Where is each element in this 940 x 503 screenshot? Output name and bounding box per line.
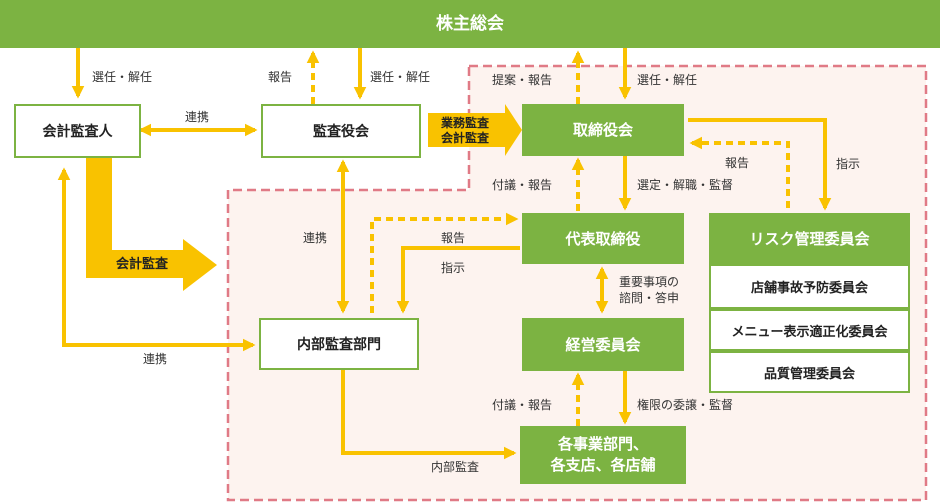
arrow-internal-audit (341, 370, 517, 460)
audit-board-box: 監査役会 (261, 104, 421, 158)
label-cooperation-bottom: 連携 (143, 352, 168, 366)
label-elect-dismiss-audit: 選任・解任 (370, 70, 431, 84)
board-box: 取締役会 (522, 104, 684, 156)
divisions-line1: 各事業部門、 (557, 435, 648, 453)
internal-audit-box: 内部監査部門 (259, 318, 419, 370)
quality-committee-box: 品質管理委員会 (709, 351, 910, 393)
arrow-instruct-rep (396, 246, 520, 314)
menu-display-committee-box: メニュー表示適正化委員会 (709, 309, 910, 351)
label-report-rep: 報告 (441, 231, 466, 245)
label-elect-dismiss-board: 選任・解任 (637, 73, 698, 87)
label-submit-report-mgmt: 付議・報告 (492, 398, 553, 412)
shareholders-box: 株主総会 (0, 0, 940, 48)
label-appoint-supervise: 選定・解職・監督 (637, 178, 734, 192)
label-proposal-report: 提案・報告 (492, 73, 553, 87)
label-instruct-rep: 指示 (441, 261, 466, 275)
divisions-line2: 各支店、各店舗 (550, 456, 656, 474)
label-internal-audit: 内部監査 (431, 460, 480, 474)
label-business-audit: 業務監査 (441, 116, 490, 130)
label-cooperation-top: 連携 (185, 110, 210, 124)
store-accident-committee-box: 店舗事故予防委員会 (709, 264, 910, 309)
divisions-box: 各事業部門、 各支店、各店舗 (520, 426, 686, 484)
arrow-report-risk (689, 136, 790, 208)
label-consult-line2: 諮問・答申 (619, 291, 680, 305)
label-cooperation-mid: 連携 (303, 231, 328, 245)
risk-committee-box: リスク管理委員会 (709, 213, 910, 264)
business-audit-arrow (428, 104, 522, 156)
label-report-risk: 報告 (725, 156, 750, 170)
accounting-auditor-box: 会計監査人 (14, 104, 141, 158)
label-instruct-risk: 指示 (836, 157, 861, 171)
label-accounting-audit-small: 会計監査 (441, 131, 490, 145)
label-report-shareholders: 報告 (268, 70, 293, 84)
label-delegate-supervise: 権限の委譲・監督 (637, 398, 734, 412)
representative-box: 代表取締役 (522, 213, 684, 264)
label-consult-line1: 重要事項の (619, 275, 680, 289)
label-elect-dismiss-left: 選任・解任 (92, 70, 153, 84)
arrow-cooperation-bottom (57, 167, 256, 352)
label-accounting-audit-big: 会計監査 (116, 257, 169, 272)
label-submit-report-board: 付議・報告 (492, 178, 553, 192)
management-committee-box: 経営委員会 (522, 318, 684, 371)
arrow-instruct-risk (688, 118, 832, 211)
